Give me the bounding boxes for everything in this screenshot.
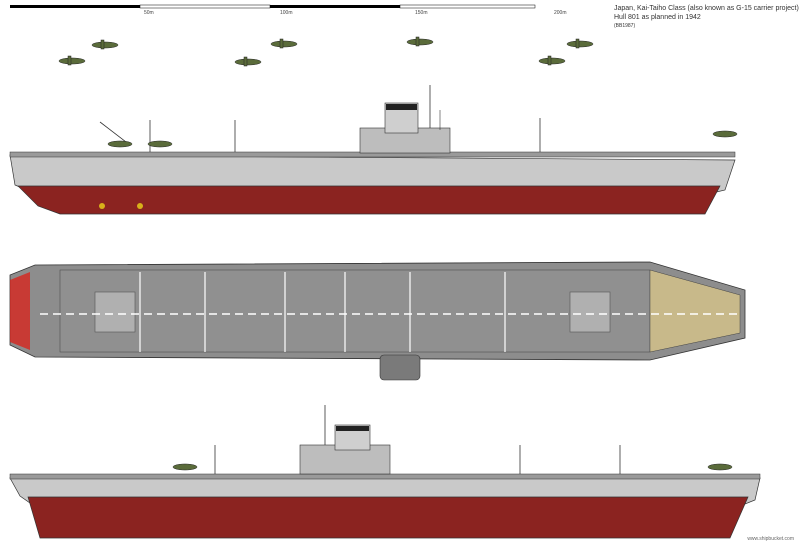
side-profile-upper xyxy=(9,85,738,215)
scale-bar xyxy=(10,4,536,9)
plan-view xyxy=(9,261,746,381)
side-profile-lower xyxy=(9,405,761,539)
aircraft-icon xyxy=(566,38,594,49)
aircraft-icon xyxy=(406,36,434,47)
credit-text: www.shipbucket.com xyxy=(747,536,794,542)
aircraft-icon xyxy=(58,55,86,66)
caption-subtitle: Hull 801 as planned in 1942 xyxy=(614,14,701,21)
aircraft-icon xyxy=(91,39,119,50)
drawing-caption: Japan, Kai-Taiho Class (also known as G-… xyxy=(614,4,799,30)
aircraft-icon xyxy=(270,38,298,49)
caption-author: (BB1987) xyxy=(614,23,636,29)
scale-label-50m: 50m xyxy=(144,10,154,16)
aircraft-icon xyxy=(234,56,262,67)
aircraft-icon xyxy=(538,55,566,66)
scale-label-150m: 150m xyxy=(415,10,428,16)
scale-label-200m: 200m xyxy=(554,10,567,16)
caption-title: Japan, Kai-Taiho Class (also known as G-… xyxy=(614,5,799,12)
aircraft-formation xyxy=(58,36,594,67)
scale-label-100m: 100m xyxy=(280,10,293,16)
